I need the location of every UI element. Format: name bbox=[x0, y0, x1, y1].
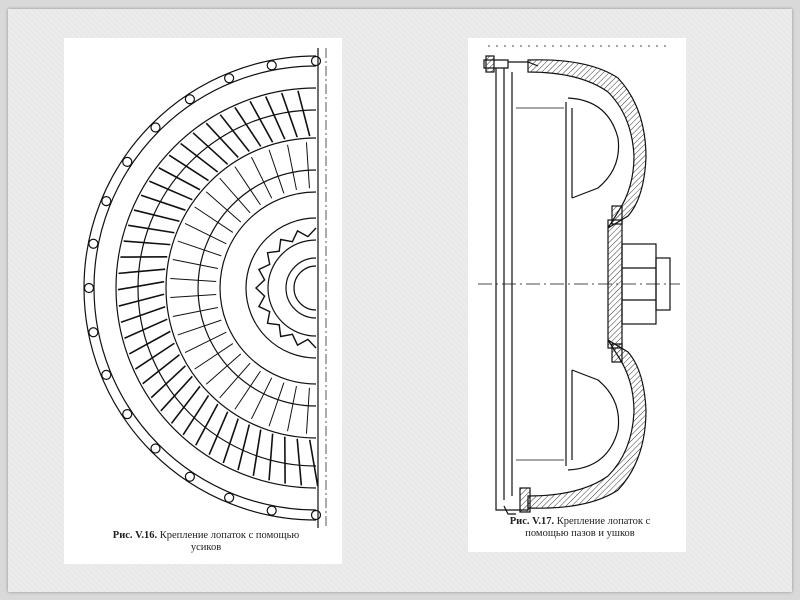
caption-v16-line2: усиков bbox=[190, 542, 222, 553]
caption-v17-line1: Крепление лопаток с bbox=[556, 516, 651, 527]
figure-panel-v16 bbox=[64, 38, 342, 564]
caption-v16-number: Рис. V.16. bbox=[112, 530, 158, 541]
figure-panel-v17 bbox=[468, 38, 686, 552]
caption-v17: Рис. V.17. Крепление лопаток с помощью п… bbox=[480, 516, 680, 540]
caption-v17-line2: помощью пазов и ушков bbox=[525, 528, 635, 539]
coupling-section-drawing bbox=[478, 45, 680, 515]
caption-v17-number: Рис. V.17. bbox=[509, 516, 555, 527]
caption-v16-line1: Крепление лопаток с помощью bbox=[159, 530, 300, 541]
caption-v16: Рис. V.16. Крепление лопаток с помощью у… bbox=[70, 530, 342, 554]
turbine-wheel-drawing bbox=[83, 48, 327, 528]
